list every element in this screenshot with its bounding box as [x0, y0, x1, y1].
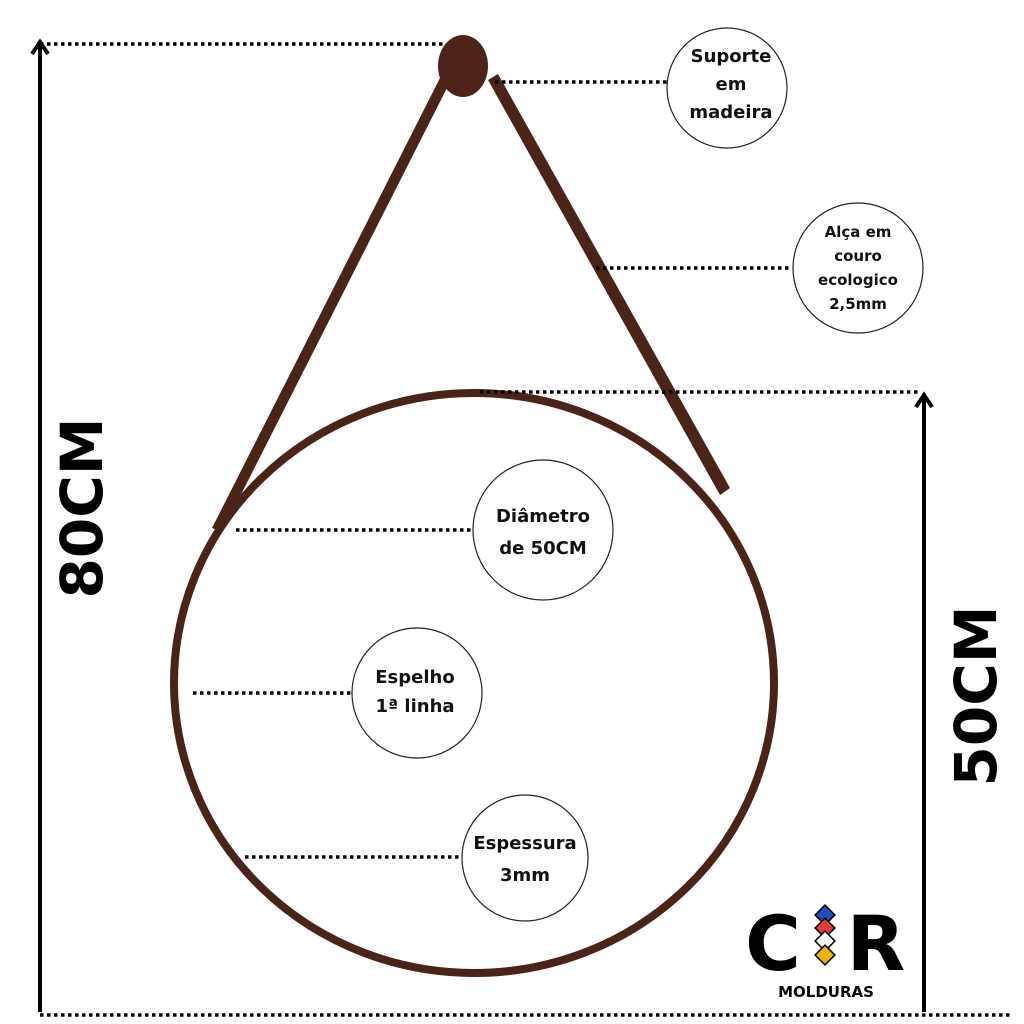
label-thickness: Espessura 3mm: [461, 794, 589, 922]
svg-text:de 50CM: de 50CM: [499, 538, 587, 559]
svg-text:ecologico: ecologico: [818, 271, 898, 289]
svg-text:em: em: [716, 74, 747, 95]
logo-subtitle: MOLDURAS: [778, 983, 874, 1001]
dotted-lines: [40, 42, 1010, 1017]
label-mirror: Espelho 1ª linha: [351, 627, 483, 759]
svg-text:Alça em: Alça em: [825, 223, 892, 241]
svg-text:R: R: [847, 899, 906, 988]
svg-text:Suporte: Suporte: [691, 46, 772, 67]
leather-strap: [212, 74, 730, 532]
svg-text:Espelho: Espelho: [375, 667, 454, 688]
height-arrow-80cm: [30, 38, 50, 1012]
svg-text:Diâmetro: Diâmetro: [496, 506, 590, 527]
svg-text:1ª linha: 1ª linha: [375, 696, 454, 717]
svg-text:Espessura: Espessura: [473, 833, 576, 854]
svg-text:3mm: 3mm: [500, 865, 550, 886]
svg-text:madeira: madeira: [689, 102, 772, 123]
svg-text:C: C: [745, 899, 801, 988]
dimension-80cm: 80CM: [48, 418, 116, 599]
svg-text:2,5mm: 2,5mm: [829, 295, 887, 313]
svg-text:couro: couro: [834, 247, 882, 265]
label-strap: Alça em couro ecologico 2,5mm: [792, 202, 924, 334]
label-support: Suporte em madeira: [666, 27, 788, 149]
wooden-knob: [438, 35, 488, 97]
label-diameter: Diâmetro de 50CM: [472, 459, 614, 601]
height-arrow-50cm: [914, 391, 934, 1012]
dimension-50cm: 50CM: [942, 606, 1010, 787]
cr-molduras-logo: C R MOLDURAS: [745, 899, 905, 1001]
